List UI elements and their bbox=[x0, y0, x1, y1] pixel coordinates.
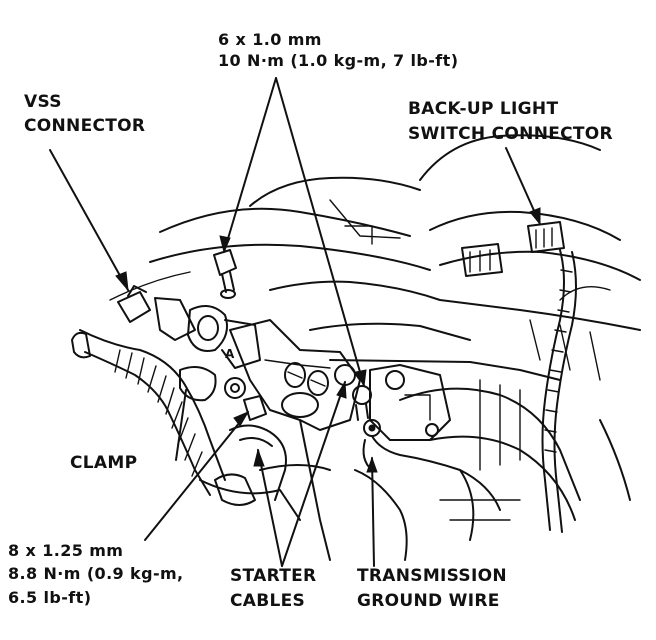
wiring-harness bbox=[71, 329, 256, 506]
small-bolt-size-label: 6 x 1.0 mm bbox=[218, 30, 322, 49]
backup-light-label-line2: SWITCH CONNECTOR bbox=[408, 124, 613, 144]
ground-wire-label-line2: GROUND WIRE bbox=[357, 591, 500, 611]
ground-wire-label-line1: TRANSMISSION bbox=[357, 566, 507, 586]
small-bolt-drawing bbox=[213, 249, 381, 437]
large-bolt-torque-label-2: 6.5 lb-ft) bbox=[8, 588, 92, 607]
leader-lines bbox=[49, 77, 541, 567]
starter-cables-label-line2: CABLES bbox=[230, 591, 306, 611]
backup-connector-drawing bbox=[461, 221, 577, 533]
backup-light-label-line1: BACK-UP LIGHT bbox=[408, 99, 559, 119]
clamp-label: CLAMP bbox=[70, 453, 138, 473]
large-bolt-size-label: 8 x 1.25 mm bbox=[8, 541, 124, 560]
starter-cables-label-line1: STARTER bbox=[230, 566, 317, 586]
clamp-drawing bbox=[179, 365, 246, 402]
large-bolt-torque-label-1: 8.8 N·m (0.9 kg-m, bbox=[8, 564, 184, 583]
svg-text:A: A bbox=[225, 347, 235, 361]
engine-outline bbox=[109, 134, 641, 561]
vss-connector-drawing: A bbox=[117, 285, 261, 369]
vss-connector-label-line1: VSS bbox=[24, 92, 62, 112]
vss-connector-label-line2: CONNECTOR bbox=[24, 116, 146, 136]
small-bolt-torque-label: 10 N·m (1.0 kg-m, 7 lb-ft) bbox=[218, 51, 459, 70]
transmission-housing bbox=[229, 319, 451, 441]
starter-cables-drawing bbox=[229, 362, 356, 501]
